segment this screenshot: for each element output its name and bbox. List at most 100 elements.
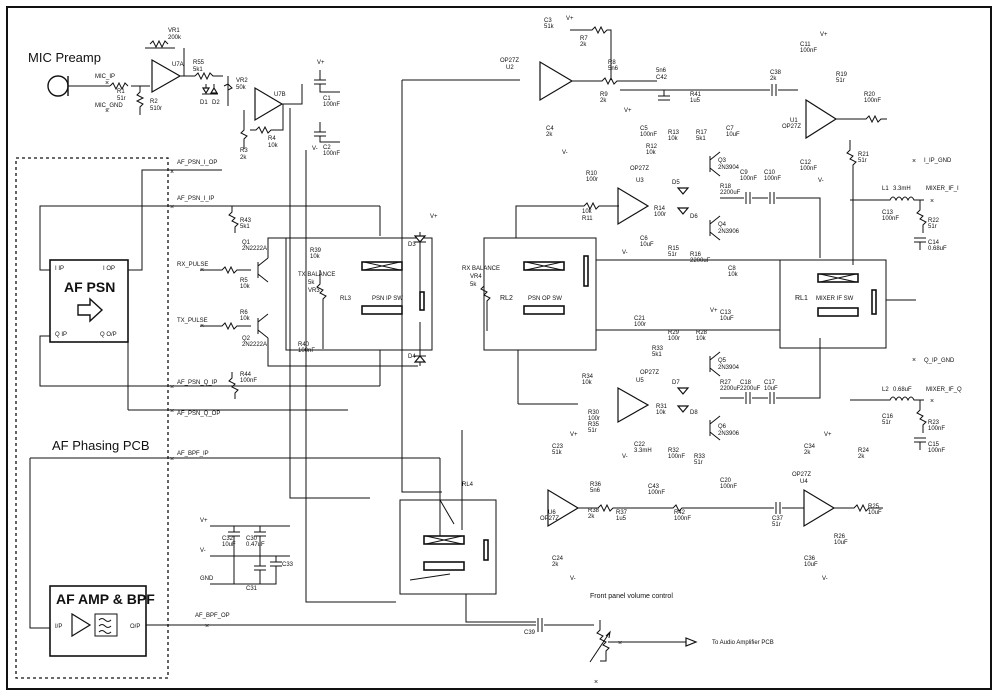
svg-text:C18: C18 xyxy=(740,380,752,386)
svg-text:C14: C14 xyxy=(928,240,940,246)
mic-preamp-section: MIC Preamp MIC_IP MIC_GND × × R1 51r R2 … xyxy=(28,28,340,161)
vplus-label-u6: V+ xyxy=(570,432,578,438)
c7-value: 10uF xyxy=(726,132,740,138)
u5-stage: OP27Z U5 R34 10k R30 100r R35 51r R33 5k… xyxy=(582,308,821,490)
relay-rl4: RL4 xyxy=(399,482,497,595)
svg-text:R6: R6 xyxy=(240,310,248,316)
c13-value: 100nF xyxy=(882,216,899,222)
svg-text:C33: C33 xyxy=(282,562,294,568)
svg-text:C43: C43 xyxy=(648,484,660,490)
caps-c18-c17 xyxy=(720,338,821,404)
c38-value: 2k xyxy=(770,76,777,82)
vminus-label-u2: V- xyxy=(562,150,568,156)
q3-type: 2N3904 xyxy=(718,165,740,171)
transistor-q4 xyxy=(709,215,721,241)
net-mixer-if-q: MIXER_IF_Q xyxy=(926,387,962,393)
r38-value: 2k xyxy=(588,514,595,520)
vr1-value: 200k xyxy=(168,35,182,41)
rl1-coil-bottom xyxy=(817,307,859,317)
svg-text:R5: R5 xyxy=(240,278,248,284)
c22-value: 3.3mH xyxy=(634,448,652,454)
resistor-r4 xyxy=(250,104,284,135)
diode-d4 xyxy=(413,355,427,363)
r9-value: 2k xyxy=(600,98,607,104)
u7b-label: U7B xyxy=(274,92,286,98)
q4-label: Q4 xyxy=(718,222,727,228)
c11-value: 100nF xyxy=(800,48,817,54)
d6-label: D6 xyxy=(690,214,698,220)
u7a-label: U7A xyxy=(172,62,184,68)
vminus-label-supply: V- xyxy=(200,548,206,554)
rl4-label: RL4 xyxy=(462,482,474,488)
c3-value: 51k xyxy=(544,24,555,30)
rl2-outline xyxy=(483,237,597,351)
relay-rl1: MIXER IF SW RL1 xyxy=(779,259,887,349)
svg-text:R19: R19 xyxy=(836,72,848,78)
vminus-label-u3: V- xyxy=(622,250,628,256)
q5-type: 2N3904 xyxy=(718,365,740,371)
diode-d8 xyxy=(676,405,690,413)
cap-c38 xyxy=(760,84,798,96)
vr1-label: VR1 xyxy=(168,28,180,34)
drawing-border xyxy=(6,6,992,690)
svg-text:R21: R21 xyxy=(858,152,870,158)
svg-text:C11: C11 xyxy=(800,42,811,48)
mic-preamp-title: MIC Preamp xyxy=(28,50,101,65)
wire-af-psn-q-op xyxy=(127,336,348,411)
u1-type: OP27Z xyxy=(782,124,801,130)
svg-text:R3: R3 xyxy=(240,148,248,154)
rl4-coil-bottom xyxy=(423,561,465,571)
gnd-label-supply: GND xyxy=(200,576,214,582)
svg-text:C9: C9 xyxy=(740,170,748,176)
r33-value: 5k1 xyxy=(652,352,662,358)
u3-label: U3 xyxy=(636,178,644,184)
diode-d7 xyxy=(676,387,690,395)
c24-value: 2k xyxy=(552,562,559,568)
svg-text:C3: C3 xyxy=(544,18,552,24)
svg-text:C2: C2 xyxy=(323,145,331,151)
svg-text:×: × xyxy=(594,679,598,686)
svg-text:C30: C30 xyxy=(246,536,258,542)
rl3-coil-bottom xyxy=(361,305,403,315)
rl4-contact xyxy=(483,539,489,561)
r17-value: 5k1 xyxy=(696,136,706,142)
r3-value: 2k xyxy=(240,155,247,161)
vr4-label: VR4 xyxy=(470,274,482,280)
net-af-psn-i-op: AF_PSN_I_OP xyxy=(177,160,217,166)
c15-value: 100nF xyxy=(928,448,945,454)
af-psn-block xyxy=(49,259,129,343)
q2-type: 2N2222A xyxy=(242,342,267,348)
svg-text:R44: R44 xyxy=(240,372,252,378)
r21-value: 51r xyxy=(858,158,867,164)
r55-value: 5k1 xyxy=(193,67,203,73)
svg-text:R20: R20 xyxy=(864,92,876,98)
c32-value: 10uF xyxy=(222,542,236,548)
pot-vr1 xyxy=(145,39,175,49)
transistor-q1 xyxy=(257,257,269,283)
u2-label: U2 xyxy=(506,65,514,71)
net-rx-pulse: RX_PULSE xyxy=(177,262,208,268)
svg-text:C7: C7 xyxy=(726,126,734,132)
net-mixer-if-i: MIXER_IF_I xyxy=(926,186,959,192)
svg-text:C39: C39 xyxy=(524,630,536,636)
svg-text:×: × xyxy=(105,80,109,87)
inductor-l1 xyxy=(850,196,924,202)
svg-text:R41: R41 xyxy=(690,92,702,98)
c14-value: 0.68uF xyxy=(928,246,947,252)
svg-text:R4: R4 xyxy=(268,136,276,142)
svg-text:C12: C12 xyxy=(800,160,812,166)
r20-value: 100nF xyxy=(864,98,881,104)
op-amp-u1 xyxy=(805,98,838,140)
vr2-label: VR2 xyxy=(236,78,248,84)
u2-stage: OP27Z U2 V+ C3 51k C4 2k V- R7 2k R8 5n6… xyxy=(500,16,798,156)
resistor-r11 xyxy=(526,201,619,211)
svg-text:R2: R2 xyxy=(150,99,158,105)
net-af-psn-i-ip: AF_PSN_I_IP xyxy=(177,196,214,202)
q6-label: Q6 xyxy=(718,424,727,430)
relay-rl3: PSN IP SW RL3 xyxy=(285,237,433,351)
d1-label: D1 xyxy=(200,100,208,106)
transistor-q6 xyxy=(709,415,721,441)
relay-driver-section: R5 10k R6 10k Q1 2N2222A Q2 2N2222A R43 … xyxy=(200,206,418,399)
svg-text:R29: R29 xyxy=(668,330,680,336)
